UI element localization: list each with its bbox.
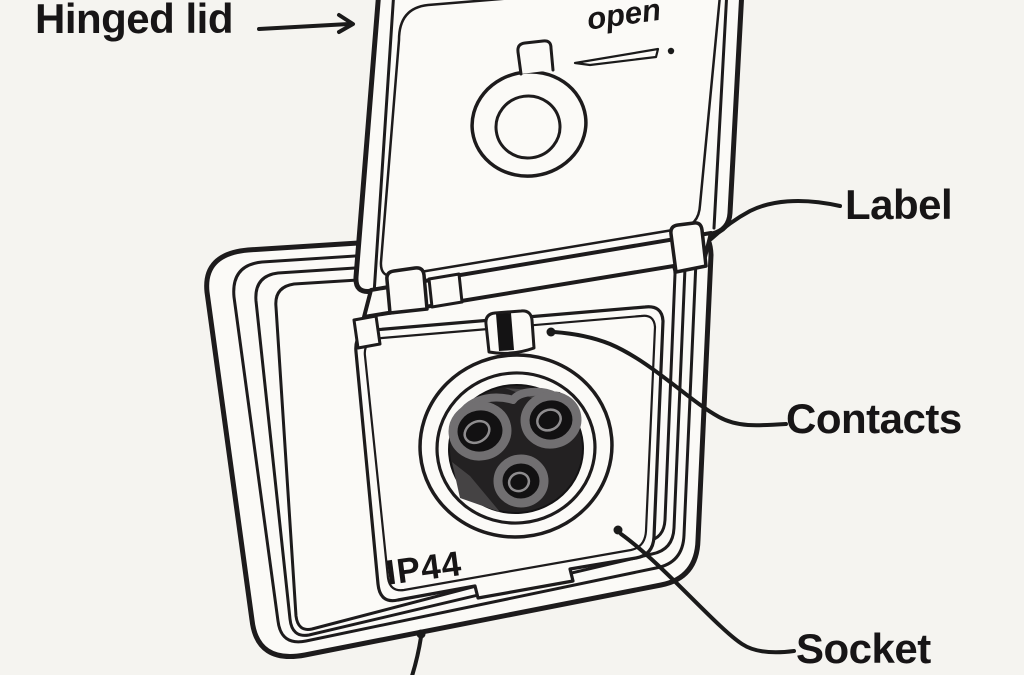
contacts-leader-line	[552, 330, 788, 428]
lid-ring-emboss-inner	[494, 94, 562, 160]
open-marking-arrow	[573, 47, 675, 67]
contacts-anchor-dot	[546, 327, 556, 337]
socket-anchor-dot	[613, 525, 623, 535]
socket-face-facet-bottom	[452, 462, 500, 512]
bottom-leader-line	[410, 635, 423, 675]
annotations	[257, 13, 842, 675]
label-label: Label	[845, 181, 953, 228]
hinge-tab-middle	[427, 272, 464, 309]
contact-pin-right-highlight	[536, 408, 562, 432]
contact-pin-bottom-highlight	[507, 471, 531, 493]
contact-pin-left	[448, 401, 512, 461]
socket-label: Socket	[796, 625, 931, 672]
hinge-knuckle-right	[669, 221, 708, 274]
open-arrow-dot	[667, 47, 675, 55]
hinge-knuckle-left	[385, 266, 429, 315]
label-leader-line	[709, 198, 842, 241]
hinged-lid	[352, 0, 744, 350]
ip44-marking: IP44	[383, 544, 465, 593]
hinge-foot	[352, 314, 382, 350]
lid-wall-line-left	[372, 0, 395, 296]
contact-pin-left-highlight	[463, 419, 491, 445]
contacts-label: Contacts	[786, 395, 962, 442]
latch-tab-stripe	[496, 313, 514, 351]
lid-inner-panel	[379, 0, 721, 278]
hinged-lid-label: Hinged lid	[35, 0, 234, 42]
open-arrow-wedge	[573, 47, 660, 67]
hinged-lid-arrow-shaft	[257, 22, 351, 31]
socket-plate-inner-line	[363, 314, 657, 592]
socket-leader-line	[619, 532, 796, 655]
socket-assembly	[418, 309, 614, 539]
contact-pin-right	[520, 391, 582, 449]
contact-pin-bottom	[493, 454, 549, 508]
bottom-anchor-dot	[416, 629, 426, 639]
lid-ring-tab	[516, 39, 555, 76]
lid-wall-line-right	[712, 0, 728, 230]
hinged-lid-arrow	[257, 13, 355, 34]
hinged-lid-arrow-head	[337, 13, 355, 34]
